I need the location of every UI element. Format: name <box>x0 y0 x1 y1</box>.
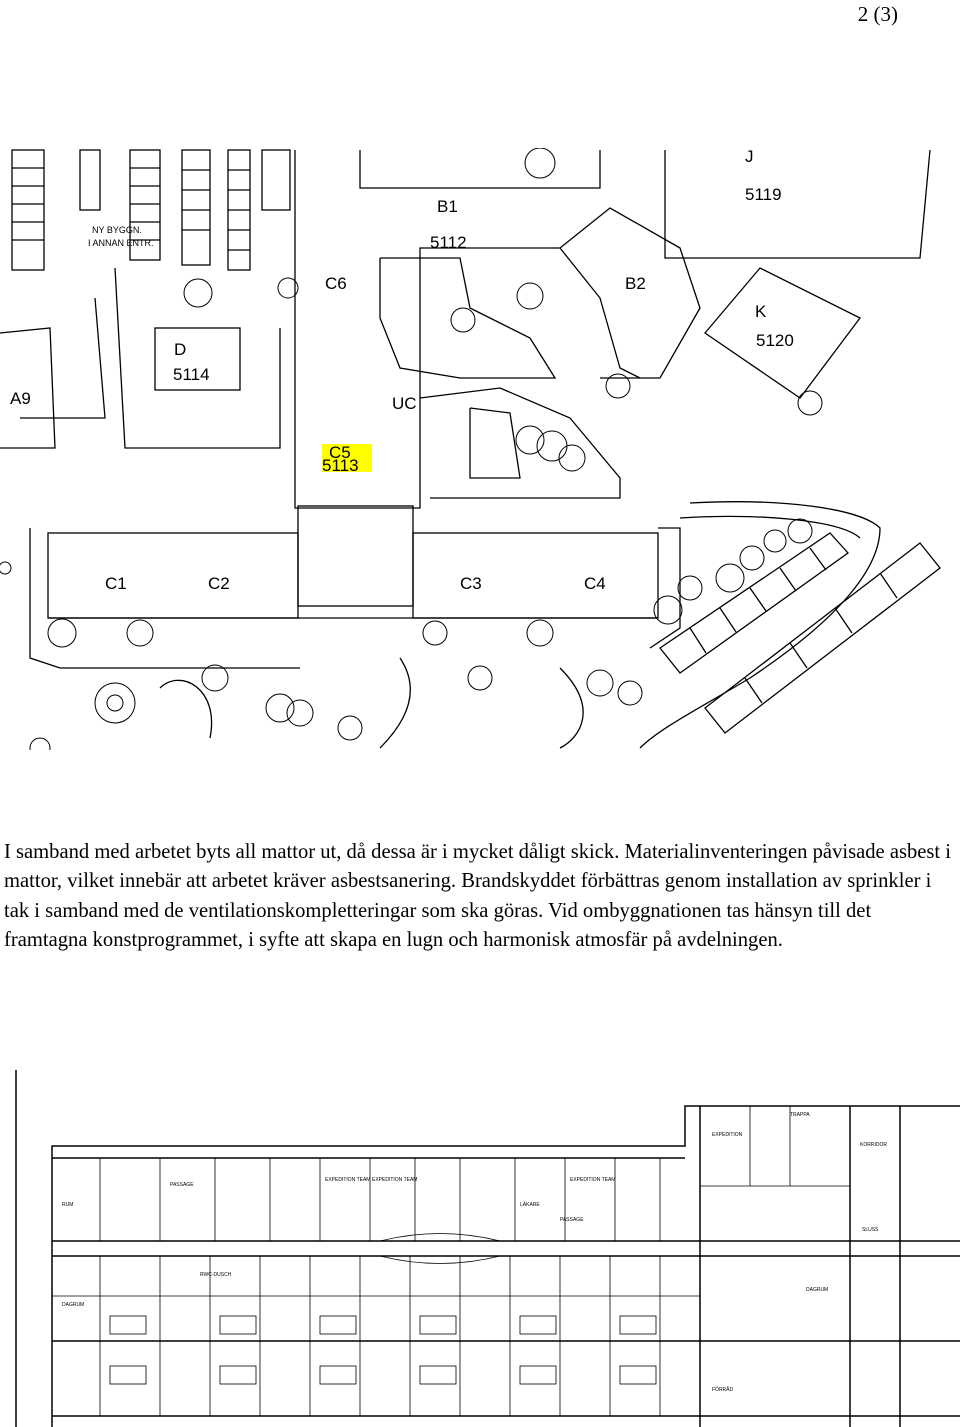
room-label: SLUSS <box>862 1227 879 1233</box>
label-uc: UC <box>392 394 417 413</box>
room-label: EXPEDITION TEAM <box>570 1177 615 1183</box>
room-label: LÄKARE <box>520 1201 540 1208</box>
label-5120: 5120 <box>756 331 794 350</box>
room-label: RUM <box>62 1202 73 1208</box>
floor-plan: RUM PASSAGE EXPEDITION TEAM EXPEDITION T… <box>15 1070 960 1427</box>
room-label: EXPEDITION TEAM <box>325 1177 370 1183</box>
label-c5: C5 <box>329 443 351 462</box>
label-c6: C6 <box>325 274 347 293</box>
label-5113: 5113 <box>322 456 359 475</box>
room-label: DAGRUM <box>62 1302 84 1308</box>
parking-rows <box>11 149 291 271</box>
label-c4: C4 <box>584 574 606 593</box>
body-paragraph: I samband med arbetet byts all mattor ut… <box>4 841 952 952</box>
label-k: K <box>755 302 767 321</box>
label-c1: C1 <box>105 574 127 593</box>
parking-diagonal <box>659 532 941 734</box>
room-label: RWC-DUSCH <box>200 1272 232 1278</box>
room-label: KORRIDOR <box>860 1142 887 1148</box>
label-b2: B2 <box>625 274 646 293</box>
page-number: 2 (3) <box>857 2 898 26</box>
room-label: EXPEDITION <box>712 1132 743 1138</box>
label-d: D <box>174 340 186 359</box>
room-label: DAGRUM <box>806 1287 828 1293</box>
room-label: FÖRRÅD <box>712 1386 734 1393</box>
label-annan-entr: I ANNAN ENTR. <box>88 238 154 248</box>
main-building <box>29 505 681 669</box>
label-a9: A9 <box>10 389 31 408</box>
label-j: J <box>745 148 754 166</box>
label-c2: C2 <box>208 574 230 593</box>
label-5119: 5119 <box>745 185 782 204</box>
room-label: EXPEDITION TEAM <box>372 1177 417 1183</box>
room-label: TRAPPA <box>790 1112 810 1118</box>
trees <box>0 148 823 750</box>
label-b1: B1 <box>437 197 458 216</box>
room-label: PASSAGE <box>170 1182 194 1188</box>
room-label: PASSAGE <box>560 1217 584 1223</box>
c5-highlight <box>322 444 372 472</box>
building-d-outline <box>154 327 241 391</box>
label-ny-byggn: NY BYGGN. <box>92 225 142 235</box>
room-grid <box>52 1106 850 1416</box>
site-map: J 5119 B1 5112 NY BYGGN. I ANNAN ENTR. C… <box>0 148 941 750</box>
label-5114: 5114 <box>173 365 210 384</box>
label-c3: C3 <box>460 574 482 593</box>
label-5112: 5112 <box>430 233 467 252</box>
